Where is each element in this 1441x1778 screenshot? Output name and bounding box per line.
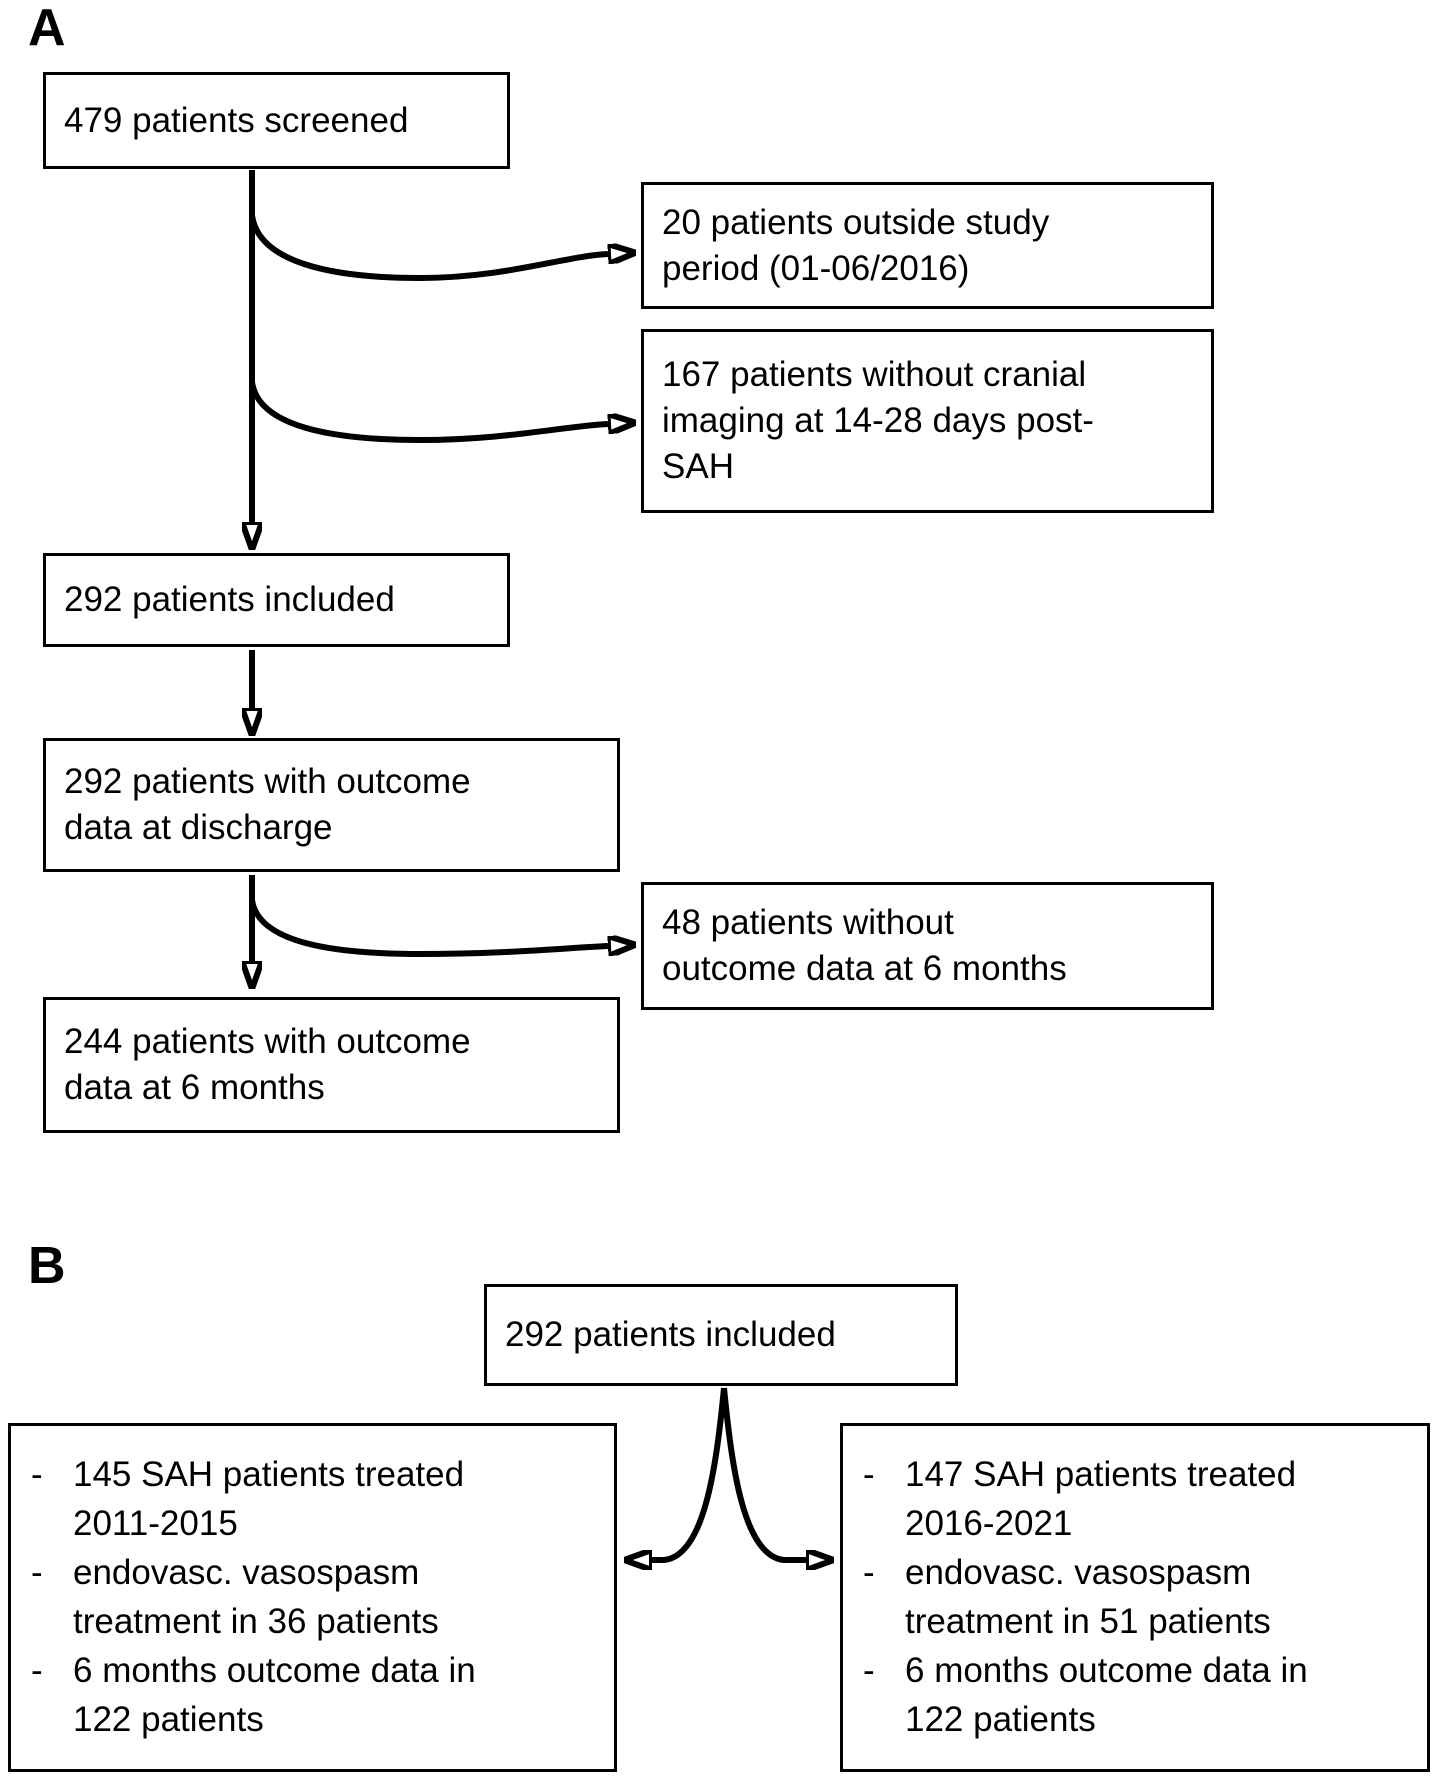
panel-a-label: A bbox=[28, 0, 66, 57]
arrow-fork-right bbox=[721, 1387, 806, 1560]
box-outcome-6months: 244 patients with outcome data at 6 mont… bbox=[43, 997, 620, 1133]
bullet-dash: - bbox=[31, 1651, 43, 1690]
box-no-cranial-imaging-text: 167 patients without cranial imaging at … bbox=[662, 355, 1094, 486]
arrow-fork-left bbox=[652, 1387, 727, 1560]
list-item: - endovasc. vasospasm treatment in 36 pa… bbox=[11, 1548, 614, 1646]
list-item: - 6 months outcome data in 122 patients bbox=[11, 1646, 614, 1744]
box-no-outcome-6months: 48 patients without outcome data at 6 mo… bbox=[641, 882, 1214, 1010]
arrow-branch-no-outcome bbox=[249, 899, 608, 958]
box-outcome-6months-text: 244 patients with outcome data at 6 mont… bbox=[64, 1022, 471, 1107]
bullet-dash: - bbox=[863, 1553, 875, 1592]
box-outside-study-period-text: 20 patients outside study period (01-06/… bbox=[662, 202, 1050, 288]
box-no-outcome-6months-text: 48 patients without outcome data at 6 mo… bbox=[662, 903, 1067, 988]
bullet-dash: - bbox=[31, 1455, 43, 1494]
list-item: - 147 SAH patients treated 2016-2021 bbox=[843, 1450, 1427, 1548]
panel-b-label: B bbox=[28, 1237, 66, 1295]
box-outcome-discharge-text: 292 patients with outcome data at discha… bbox=[64, 762, 471, 847]
cohort-2016-2021-count: 147 SAH patients treated 2016-2021 bbox=[905, 1455, 1297, 1543]
bullet-dash: - bbox=[863, 1651, 875, 1690]
box-patients-included-b-text: 292 patients included bbox=[505, 1315, 836, 1354]
arrow-branch-no-imaging bbox=[249, 381, 608, 444]
list-item: - endovasc. vasospasm treatment in 51 pa… bbox=[843, 1548, 1427, 1646]
box-patients-screened: 479 patients screened bbox=[43, 72, 510, 169]
box-patients-included-a-text: 292 patients included bbox=[64, 580, 395, 619]
bullet-dash: - bbox=[863, 1455, 875, 1494]
list-item: - 6 months outcome data in 122 patients bbox=[843, 1646, 1427, 1744]
box-outside-study-period: 20 patients outside study period (01-06/… bbox=[641, 182, 1214, 309]
box-outcome-discharge: 292 patients with outcome data at discha… bbox=[43, 738, 620, 872]
cohort-2016-2021-vasospasm: endovasc. vasospasm treatment in 51 pati… bbox=[905, 1553, 1271, 1641]
box-cohort-2016-2021: - 147 SAH patients treated 2016-2021 - e… bbox=[840, 1423, 1430, 1772]
list-item: - 145 SAH patients treated 2011-2015 bbox=[11, 1450, 614, 1548]
cohort-2011-2015-vasospasm: endovasc. vasospasm treatment in 36 pati… bbox=[73, 1553, 439, 1641]
cohort-2016-2021-outcome: 6 months outcome data in 122 patients bbox=[905, 1651, 1308, 1739]
box-patients-included-b: 292 patients included bbox=[484, 1284, 958, 1386]
box-no-cranial-imaging: 167 patients without cranial imaging at … bbox=[641, 329, 1214, 513]
arrow-branch-outside-period bbox=[249, 214, 608, 282]
box-patients-included-a: 292 patients included bbox=[43, 553, 510, 647]
box-cohort-2011-2015: - 145 SAH patients treated 2011-2015 - e… bbox=[8, 1423, 617, 1772]
cohort-2011-2015-outcome: 6 months outcome data in 122 patients bbox=[73, 1651, 476, 1739]
bullet-dash: - bbox=[31, 1553, 43, 1592]
box-patients-screened-text: 479 patients screened bbox=[64, 100, 409, 140]
cohort-2011-2015-count: 145 SAH patients treated 2011-2015 bbox=[73, 1455, 465, 1543]
